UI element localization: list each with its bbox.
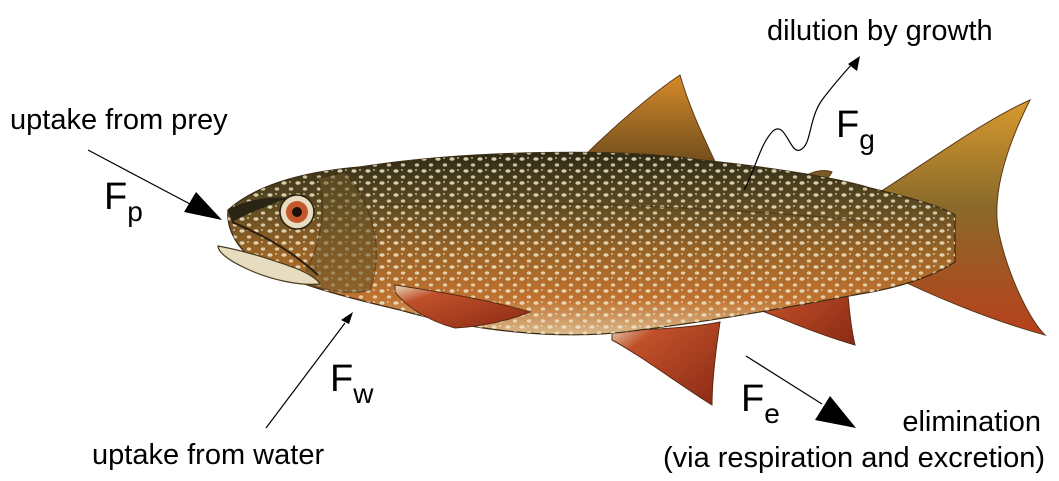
pelvic-fin	[612, 322, 720, 405]
flux-water-subscript: w	[353, 378, 373, 409]
flux-growth-label: Fg	[836, 106, 875, 144]
flux-growth-subscript: g	[859, 124, 875, 155]
flux-growth-symbol: F	[836, 104, 859, 146]
flux-prey-subscript: p	[127, 196, 143, 227]
flux-prey-symbol: F	[104, 176, 127, 218]
elimination-label-line1: elimination	[902, 408, 1041, 437]
uptake-water-label: uptake from water	[92, 441, 324, 470]
uptake-prey-label: uptake from prey	[10, 106, 228, 135]
eye-pupil	[292, 207, 302, 217]
water-arrow-head	[341, 312, 353, 324]
prey-arrow-head	[184, 192, 222, 220]
elim-arrow-head	[815, 396, 856, 428]
flux-elimination-subscript: e	[764, 398, 780, 429]
flux-elimination-label: Fe	[741, 380, 780, 418]
elimination-label-line2: (via respiration and excretion)	[663, 444, 1045, 473]
flux-elimination-symbol: F	[741, 378, 764, 420]
growth-arrow-head	[848, 56, 860, 71]
flux-water-label: Fw	[330, 360, 373, 398]
flux-water-symbol: F	[330, 358, 353, 400]
dilution-label: dilution by growth	[767, 17, 993, 46]
flux-prey-label: Fp	[104, 178, 143, 216]
